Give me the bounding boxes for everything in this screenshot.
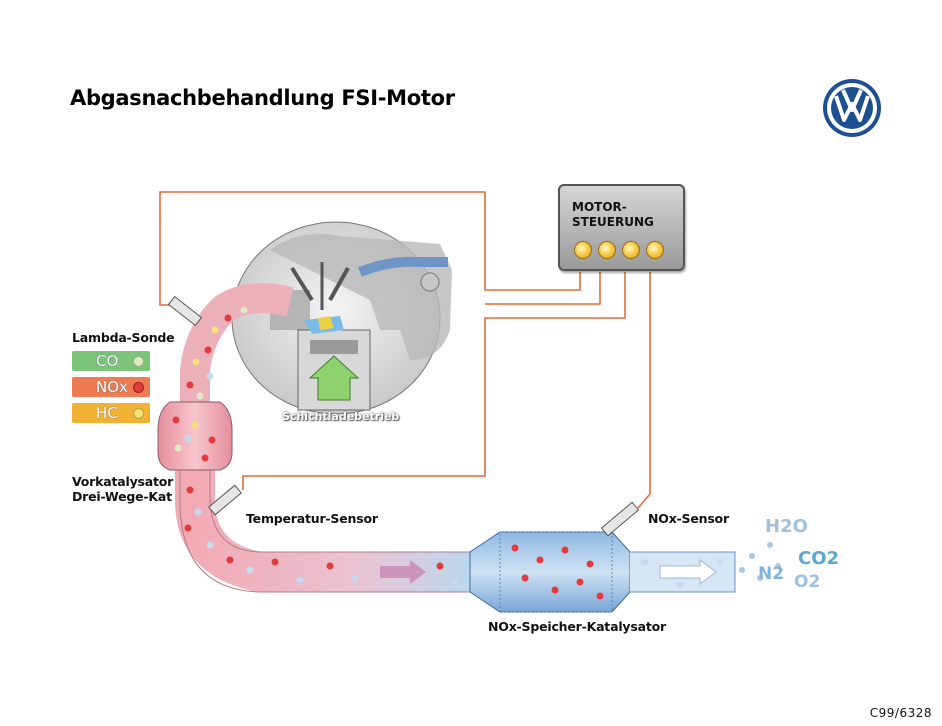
exhaust-particles xyxy=(172,306,781,600)
stratified-mode-label: Schichtladebetrieb xyxy=(282,410,400,423)
legend-co: CO xyxy=(72,351,150,371)
vw-logo xyxy=(823,79,881,137)
temperature-sensor-label: Temperatur-Sensor xyxy=(246,511,378,526)
legend-nox-text: NOx xyxy=(96,378,128,396)
legend-co-dot xyxy=(133,356,144,367)
engine-control-unit: MOTOR- STEUERUNG xyxy=(558,184,685,271)
legend-hc-text: HC xyxy=(96,404,118,422)
nox-storage-catalyst xyxy=(469,531,631,613)
legend-nox: NOx xyxy=(72,377,150,397)
legend-nox-dot xyxy=(133,382,144,393)
exhaust-pipe xyxy=(180,283,294,420)
pre-catalyst-label-2: Drei-Wege-Kat xyxy=(72,489,172,504)
nox-storage-catalyst-label: NOx-Speicher-Katalysator xyxy=(488,619,666,634)
signal-wires xyxy=(159,191,651,509)
legend-co-text: CO xyxy=(96,352,119,370)
output-h2o: H2O xyxy=(765,516,808,537)
ecu-label-line1: MOTOR- xyxy=(572,200,627,214)
ecu-label-line2: STEUERUNG xyxy=(572,215,654,229)
ecu-lamp xyxy=(598,241,616,259)
legend-hc: HC xyxy=(72,403,150,423)
pre-catalyst xyxy=(157,401,233,471)
nox-sensor xyxy=(600,501,640,537)
ecu-lamp xyxy=(574,241,592,259)
lambda-sensor xyxy=(167,295,203,327)
nox-sensor-label: NOx-Sensor xyxy=(648,511,729,526)
output-co2: CO2 xyxy=(798,548,840,569)
ecu-lamp xyxy=(622,241,640,259)
legend-hc-dot xyxy=(133,408,144,419)
engine-cutaway xyxy=(231,221,452,415)
pre-catalyst-label-1: Vorkatalysator xyxy=(72,474,174,489)
lambda-sensor-label: Lambda-Sonde xyxy=(72,330,175,345)
figure-code: C99/6328 xyxy=(869,706,932,720)
output-n2: N2 xyxy=(758,564,785,584)
output-o2: O2 xyxy=(794,572,821,592)
page-title: Abgasnachbehandlung FSI-Motor xyxy=(70,86,455,110)
ecu-lamp xyxy=(646,241,664,259)
temperature-sensor xyxy=(208,484,242,516)
